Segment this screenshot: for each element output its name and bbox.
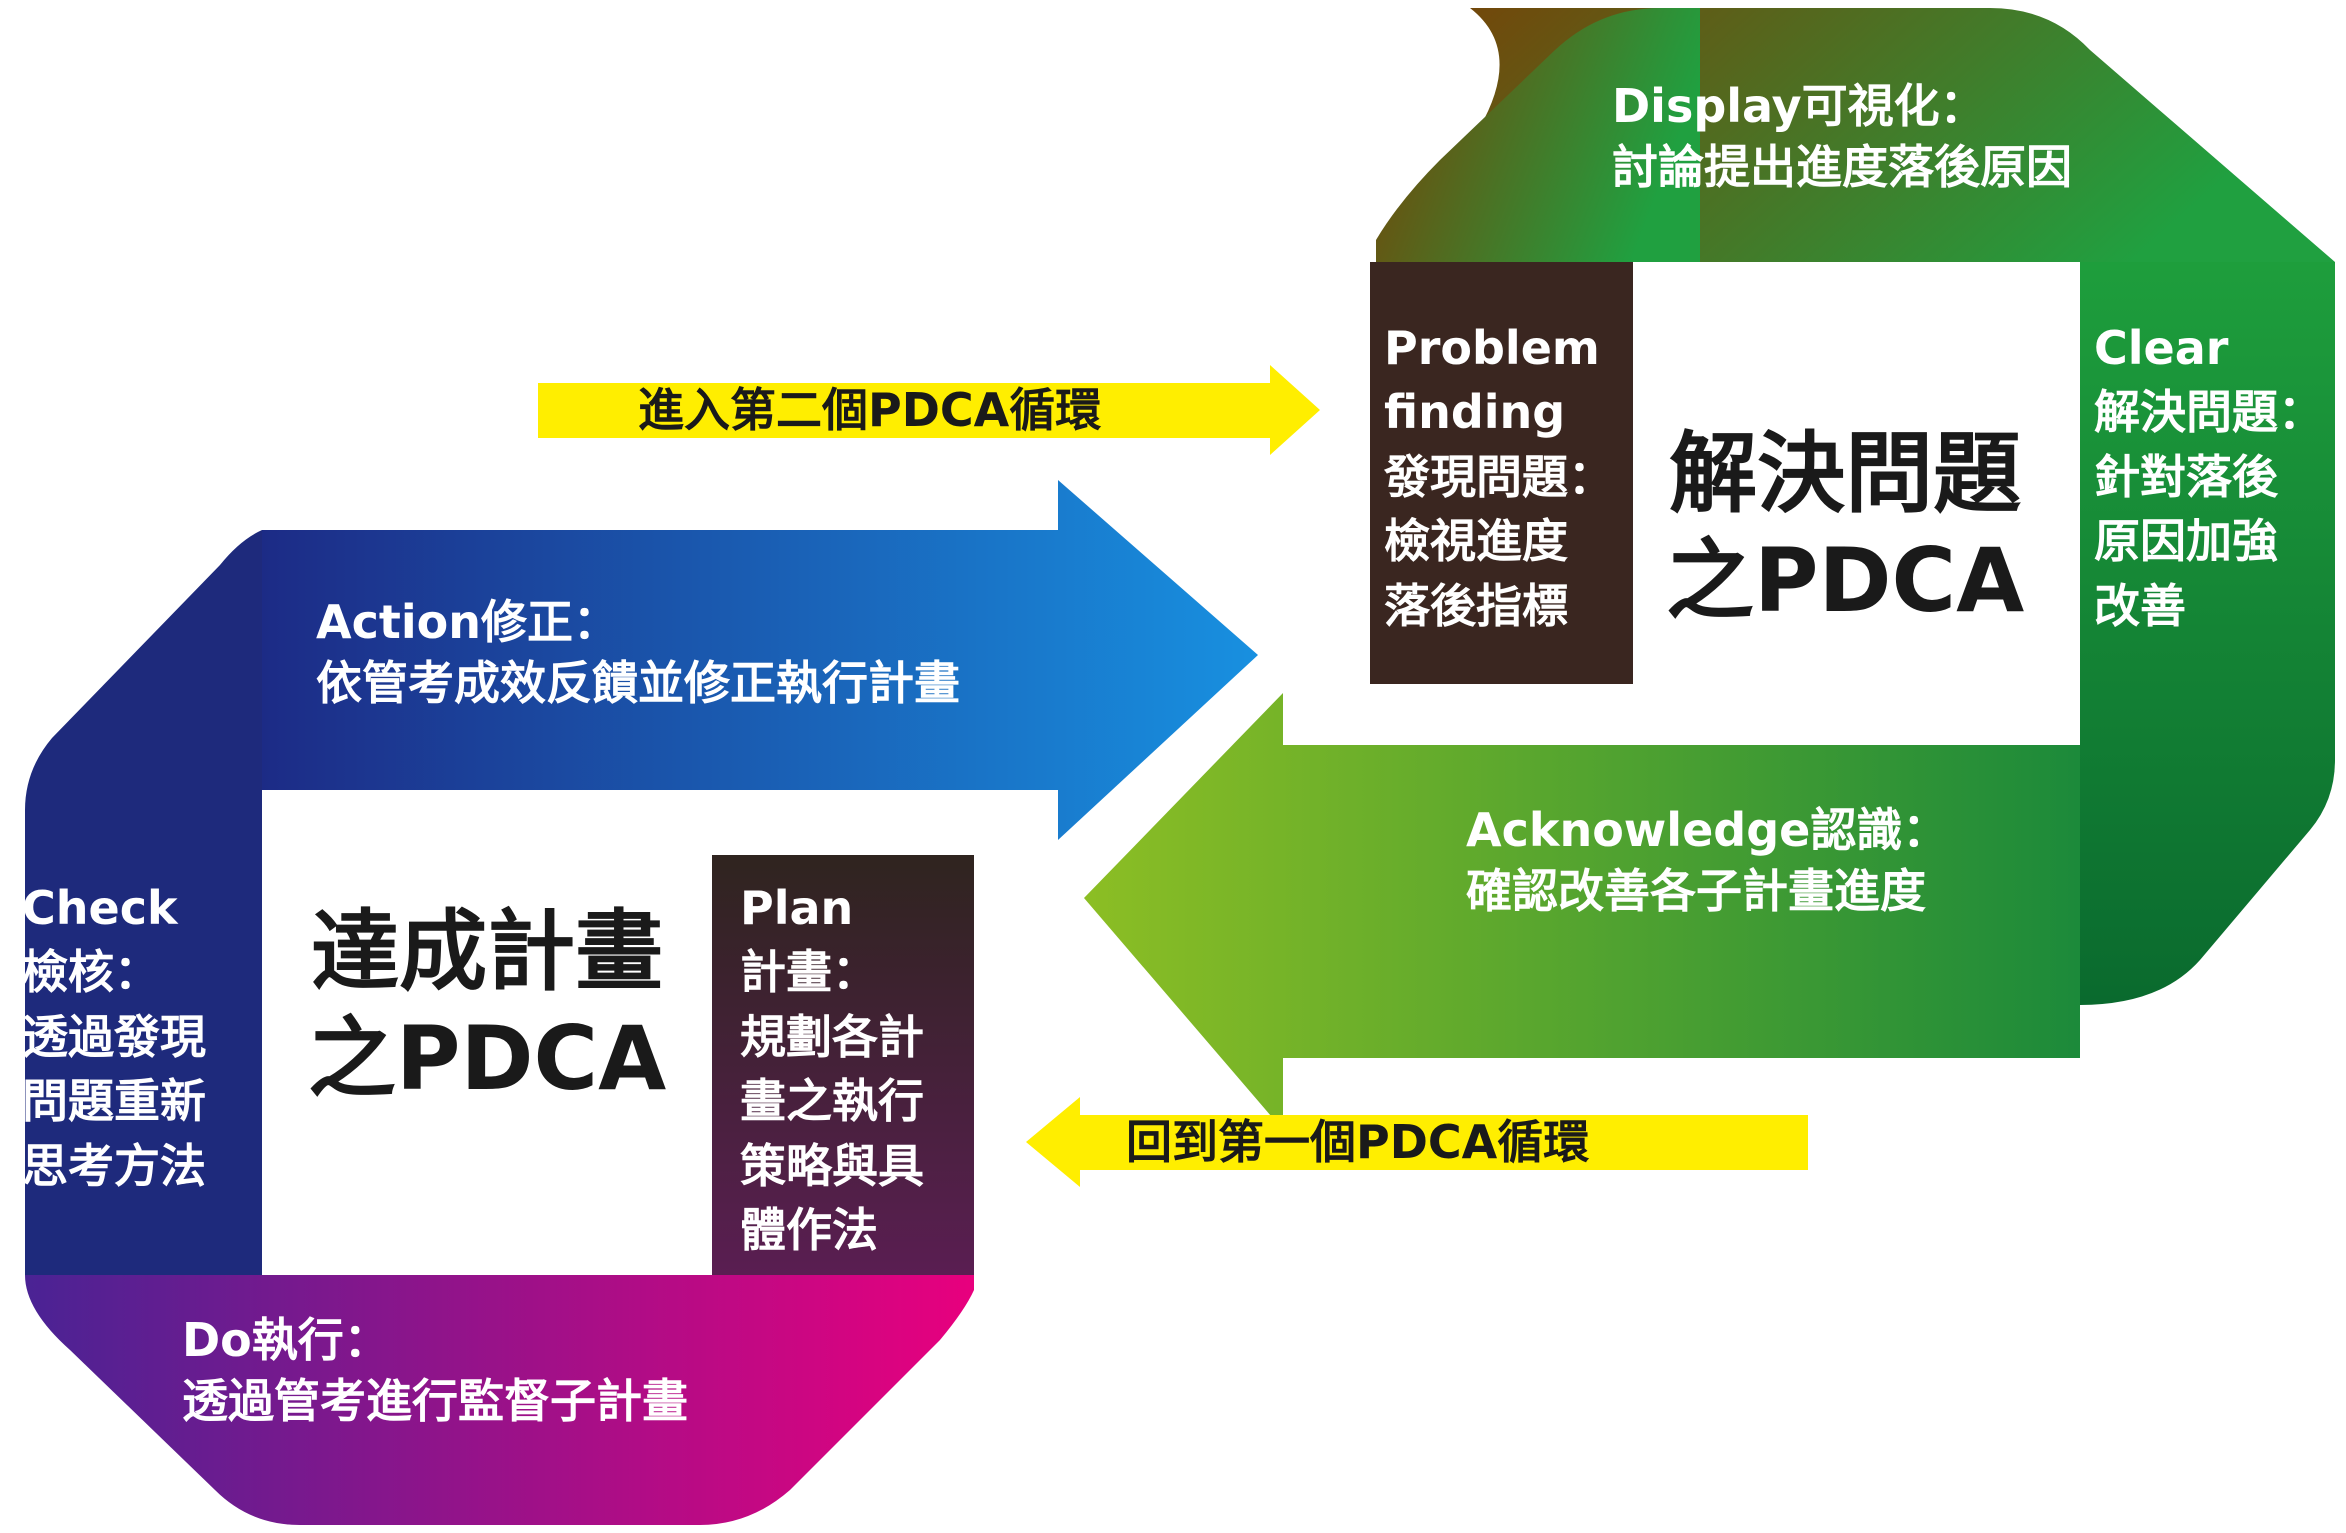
- do-line-1: Do執行：: [182, 1313, 390, 1367]
- check-line-1: Check: [22, 881, 178, 935]
- to-second-connector-label: 進入第二個PDCA循環: [638, 383, 1102, 437]
- problem-line-3: 發現問題：: [1384, 449, 1614, 504]
- lower-title-line-1: 達成計畫: [311, 900, 664, 1003]
- do-band: [25, 1275, 974, 1525]
- to-second-connector-arrow: [538, 365, 1320, 455]
- action-label: Action修正： 依管考成效反饋並修正執行計畫: [316, 592, 960, 713]
- check-line-3: 透過發現: [22, 1009, 206, 1064]
- upper-title-line-1: 解決問題: [1669, 422, 2022, 525]
- clear-line-1: Clear: [2094, 321, 2229, 375]
- acknowledge-line-1: Acknowledge認識：: [1466, 803, 1949, 857]
- plan-box: [712, 855, 974, 1275]
- clear-line-2: 解決問題：: [2094, 385, 2324, 440]
- problem-box: [1370, 262, 1633, 684]
- check-label: Check 檢核： 透過發現 問題重新 思考方法: [22, 876, 206, 1198]
- lower-title-line-2: 之PDCA: [308, 1007, 667, 1111]
- do-label: Do執行： 透過管考進行監督子計畫: [182, 1310, 688, 1431]
- action-line-1: Action修正：: [316, 595, 619, 649]
- problem-line-2: finding: [1384, 385, 1566, 440]
- plan-line-5: 策略與具: [740, 1138, 924, 1193]
- action-line-2: 依管考成效反饋並修正執行計畫: [316, 655, 960, 710]
- plan-line-1: Plan: [740, 881, 854, 935]
- back-to-first-connector-arrow: [1026, 1097, 1808, 1187]
- back-to-first-connector-label: 回到第一個PDCA循環: [1126, 1115, 1590, 1169]
- upper-cycle-title: 解決問題 之PDCA: [1666, 420, 2024, 635]
- check-band: [25, 530, 262, 1275]
- clear-band: [2080, 262, 2335, 1005]
- problem-line-5: 落後指標: [1384, 578, 1568, 633]
- plan-line-6: 體作法: [740, 1202, 878, 1257]
- check-line-5: 思考方法: [22, 1138, 206, 1193]
- problem-finding-label: Problem finding 發現問題： 檢視進度 落後指標: [1384, 316, 1614, 638]
- action-arrow: [262, 480, 1258, 840]
- display-band-left-edge: [1376, 8, 1700, 262]
- plan-line-2: 計畫：: [740, 945, 878, 1000]
- plan-label: Plan 計畫： 規劃各計 畫之執行 策略與具 體作法: [740, 876, 924, 1262]
- clear-line-3: 針對落後: [2094, 449, 2278, 504]
- do-line-2: 透過管考進行監督子計畫: [182, 1373, 688, 1428]
- acknowledge-arrow: [1084, 693, 2080, 1130]
- acknowledge-label: Acknowledge認識： 確認改善各子計畫進度: [1466, 800, 1948, 921]
- plan-line-3: 規劃各計: [740, 1009, 924, 1064]
- clear-label: Clear 解決問題： 針對落後 原因加強 改善: [2094, 316, 2324, 638]
- problem-line-1: Problem: [1384, 321, 1600, 375]
- check-line-2: 檢核：: [22, 945, 160, 1000]
- check-line-4: 問題重新: [22, 1074, 206, 1129]
- lower-cycle-title: 達成計畫 之PDCA: [308, 898, 666, 1113]
- upper-title-line-2: 之PDCA: [1666, 529, 2025, 633]
- display-line-2: 討論提出進度落後原因: [1612, 139, 2072, 194]
- display-line-1: Display可視化：: [1612, 79, 1986, 133]
- clear-line-5: 改善: [2094, 578, 2186, 633]
- clear-line-4: 原因加強: [2094, 514, 2278, 569]
- display-label: Display可視化： 討論提出進度落後原因: [1612, 76, 2072, 197]
- problem-line-4: 檢視進度: [1384, 514, 1568, 569]
- acknowledge-line-2: 確認改善各子計畫進度: [1466, 863, 1926, 918]
- plan-line-4: 畫之執行: [740, 1074, 924, 1129]
